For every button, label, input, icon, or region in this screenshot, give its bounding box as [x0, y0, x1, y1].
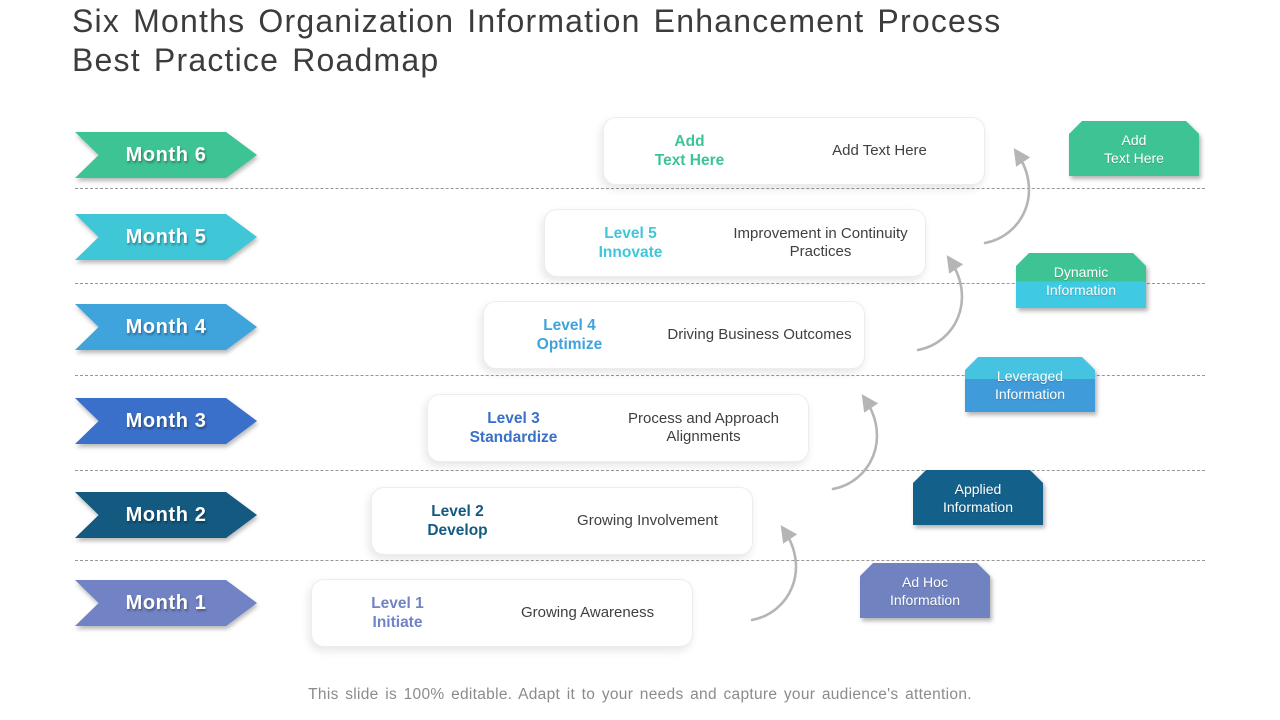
- month-banner-4: Month 4: [75, 304, 257, 350]
- level-card-2: Level 2 Develop Growing Involvement: [371, 487, 753, 555]
- info-tag-line1: Ad Hoc: [902, 573, 948, 590]
- level-card-1-title: Level 1 Initiate: [312, 594, 483, 632]
- level-card-3: Level 3 Standardize Process and Approach…: [427, 394, 809, 462]
- info-tag-line2: Information: [889, 591, 961, 608]
- level-card-1-desc: Growing Awareness: [483, 604, 692, 622]
- month-banner-5: Month 5: [75, 214, 257, 260]
- separator-line: [75, 375, 1205, 376]
- page-title: Six Months Organization Information Enha…: [72, 2, 1001, 80]
- info-tag-line1: Add: [1121, 131, 1147, 148]
- level-card-1: Level 1 Initiate Growing Awareness: [311, 579, 693, 647]
- month-banner-2: Month 2: [75, 492, 257, 538]
- info-tag-line2: Information: [1045, 281, 1117, 298]
- info-tag-ad-hoc-information: Ad Hoc Information: [860, 563, 990, 618]
- level-card-5-desc: Improvement in Continuity Practices: [716, 225, 925, 261]
- month-banner-1-label: Month 1: [75, 580, 257, 626]
- info-tag-line1: Dynamic: [1053, 263, 1109, 280]
- info-tag-applied-information: Applied Information: [913, 470, 1043, 525]
- info-tag-line2: Information: [994, 385, 1066, 402]
- footer-note: This slide is 100% editable. Adapt it to…: [308, 686, 972, 703]
- level-title-line2: Text Here: [654, 152, 725, 169]
- flow-arrow-2-to-3: [831, 394, 879, 491]
- page-title-line1: Six Months Organization Information Enha…: [72, 3, 1002, 39]
- flow-arrow-5-to-6: [983, 148, 1031, 245]
- level-card-5: Level 5 Innovate Improvement in Continui…: [544, 209, 926, 277]
- level-desc-text: Growing Involvement: [577, 512, 718, 529]
- separator-line: [75, 470, 1205, 471]
- level-title-line1: Level 5: [604, 225, 657, 242]
- info-tag-face: Applied Information: [913, 470, 1043, 525]
- month-banner-3: Month 3: [75, 398, 257, 444]
- level-card-4-title: Level 4 Optimize: [484, 316, 655, 354]
- level-title-line1: Add: [674, 133, 705, 150]
- level-card-3-title: Level 3 Standardize: [428, 409, 599, 447]
- flow-arrow-1-to-2: [750, 525, 798, 622]
- level-desc-text: Process and Approach Alignments: [628, 410, 779, 445]
- level-title-line2: Standardize: [469, 429, 558, 446]
- month-banner-3-label: Month 3: [75, 398, 257, 444]
- page-title-line2: Best Practice Roadmap: [72, 42, 440, 78]
- level-desc-text: Driving Business Outcomes: [667, 326, 852, 343]
- level-title-line2: Innovate: [598, 244, 663, 261]
- level-card-4-desc: Driving Business Outcomes: [655, 326, 864, 344]
- info-tag-line1: Leveraged: [996, 367, 1064, 384]
- month-banner-6: Month 6: [75, 132, 257, 178]
- info-tag-face: Dynamic Information: [1016, 253, 1146, 308]
- level-title-line1: Level 2: [431, 503, 484, 520]
- level-title-line1: Level 1: [371, 595, 424, 612]
- level-desc-text: Add Text Here: [832, 142, 927, 159]
- level-card-2-title: Level 2 Develop: [372, 502, 543, 540]
- info-tag-line1: Applied: [954, 480, 1002, 497]
- info-tag-line2: Information: [942, 498, 1014, 515]
- separator-line: [75, 188, 1205, 189]
- month-banner-6-label: Month 6: [75, 132, 257, 178]
- month-banner-4-label: Month 4: [75, 304, 257, 350]
- info-tag-add-text-here: Add Text Here: [1069, 121, 1199, 176]
- info-tag-leveraged-information: Leveraged Information: [965, 357, 1095, 412]
- level-card-6-desc: Add Text Here: [775, 142, 984, 160]
- level-card-3-desc: Process and Approach Alignments: [599, 410, 808, 446]
- level-title-line1: Level 3: [487, 410, 540, 427]
- info-tag-face: Leveraged Information: [965, 357, 1095, 412]
- level-title-line1: Level 4: [543, 317, 596, 334]
- level-title-line2: Develop: [427, 522, 488, 539]
- level-card-4: Level 4 Optimize Driving Business Outcom…: [483, 301, 865, 369]
- level-card-2-desc: Growing Involvement: [543, 512, 752, 530]
- level-desc-text: Improvement in Continuity Practices: [733, 225, 908, 260]
- month-banner-2-label: Month 2: [75, 492, 257, 538]
- flow-arrow-4-to-5: [916, 255, 964, 352]
- month-banner-1: Month 1: [75, 580, 257, 626]
- info-tag-line2: Text Here: [1104, 149, 1164, 166]
- info-tag-face: Ad Hoc Information: [860, 563, 990, 618]
- separator-line: [75, 283, 1205, 284]
- info-tag-dynamic-information: Dynamic Information: [1016, 253, 1146, 308]
- level-card-5-title: Level 5 Innovate: [545, 224, 716, 262]
- month-banner-5-label: Month 5: [75, 214, 257, 260]
- separator-line: [75, 560, 1205, 561]
- info-tag-face: Add Text Here: [1069, 121, 1199, 176]
- level-card-6-title: Add Text Here: [604, 132, 775, 170]
- level-title-line2: Optimize: [536, 336, 603, 353]
- level-title-line2: Initiate: [372, 614, 423, 631]
- level-card-6: Add Text Here Add Text Here: [603, 117, 985, 185]
- level-desc-text: Growing Awareness: [520, 604, 655, 621]
